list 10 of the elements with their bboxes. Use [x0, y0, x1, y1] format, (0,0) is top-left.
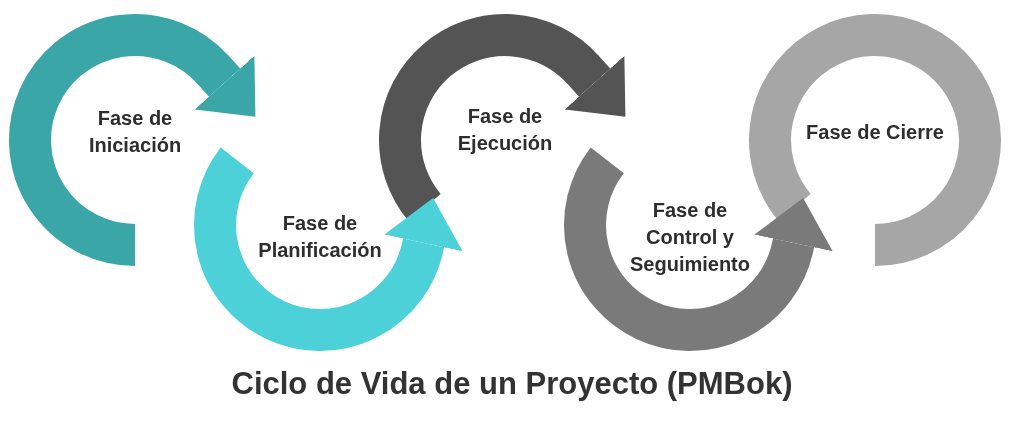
phase-label: Fase de Ejecución	[456, 104, 554, 156]
phase-label: Fase de Control y Seguimiento	[629, 197, 751, 277]
arrowhead	[194, 54, 256, 117]
arrowhead	[564, 54, 626, 117]
phase-label: Fase de Iniciación	[87, 106, 183, 158]
phase-label: Fase de Planificación	[257, 211, 383, 263]
arrowhead	[754, 197, 833, 253]
arrowhead	[384, 197, 463, 253]
caption: Ciclo de Vida de un Proyecto (PMBok)	[231, 366, 793, 401]
phase-label: Fase de Cierre	[805, 119, 945, 145]
